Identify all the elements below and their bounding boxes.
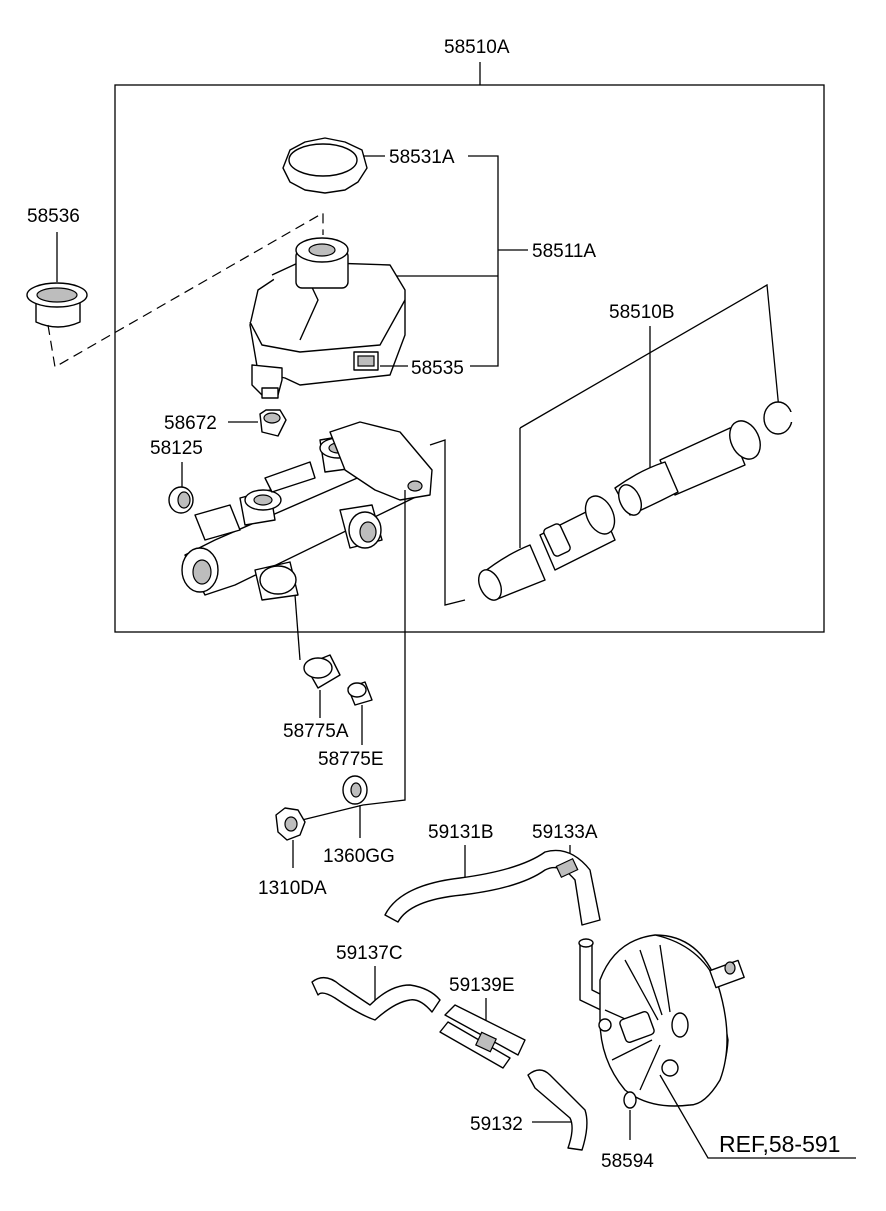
clip-59133A[interactable] xyxy=(555,857,579,879)
grommet-58536[interactable] xyxy=(26,282,88,328)
primary-piston[interactable] xyxy=(474,491,620,603)
washer-1360GG[interactable] xyxy=(342,775,368,805)
plug-58125[interactable] xyxy=(168,486,194,514)
secondary-piston[interactable] xyxy=(614,416,766,519)
seal-58775E[interactable] xyxy=(347,681,373,706)
seal-58775A[interactable] xyxy=(303,654,341,689)
brake-booster[interactable] xyxy=(598,934,745,1107)
reservoir[interactable] xyxy=(249,237,406,399)
label-58775A[interactable]: 58775A xyxy=(283,721,349,742)
label-58535[interactable]: 58535 xyxy=(411,358,464,379)
hose-59137C[interactable] xyxy=(311,977,441,1021)
snap-ring[interactable] xyxy=(763,401,794,435)
assembly-frame xyxy=(114,84,825,633)
label-59139E[interactable]: 59139E xyxy=(449,975,515,996)
label-58536[interactable]: 58536 xyxy=(27,206,80,227)
nut-1310DA[interactable] xyxy=(275,807,306,841)
label-59137C[interactable]: 59137C xyxy=(336,943,403,964)
label-59131B[interactable]: 59131B xyxy=(428,822,494,843)
label-58511A[interactable]: 58511A xyxy=(532,241,596,262)
label-58531A[interactable]: 58531A xyxy=(389,147,455,168)
master-cylinder-body[interactable] xyxy=(181,421,433,601)
label-ref[interactable]: REF,58-591 xyxy=(719,1131,840,1157)
hose-59131B[interactable] xyxy=(384,849,601,926)
label-58510B[interactable]: 58510B xyxy=(609,302,675,323)
label-58775E[interactable]: 58775E xyxy=(318,749,384,770)
label-59132[interactable]: 59132 xyxy=(470,1114,523,1135)
label-1360GG[interactable]: 1360GG xyxy=(323,846,395,867)
label-58125[interactable]: 58125 xyxy=(150,438,203,459)
hose-59132[interactable] xyxy=(527,1069,588,1151)
label-58672[interactable]: 58672 xyxy=(164,413,217,434)
grommet-58672[interactable] xyxy=(259,409,287,437)
check-valve-59139E[interactable] xyxy=(439,1004,526,1069)
label-58594[interactable]: 58594 xyxy=(601,1151,654,1172)
gasket-58594[interactable] xyxy=(623,1091,637,1109)
label-58510A[interactable]: 58510A xyxy=(444,37,510,58)
reservoir-cap[interactable] xyxy=(282,137,368,194)
level-connector[interactable] xyxy=(353,351,379,371)
label-1310DA[interactable]: 1310DA xyxy=(258,878,327,899)
label-59133A[interactable]: 59133A xyxy=(532,822,598,843)
